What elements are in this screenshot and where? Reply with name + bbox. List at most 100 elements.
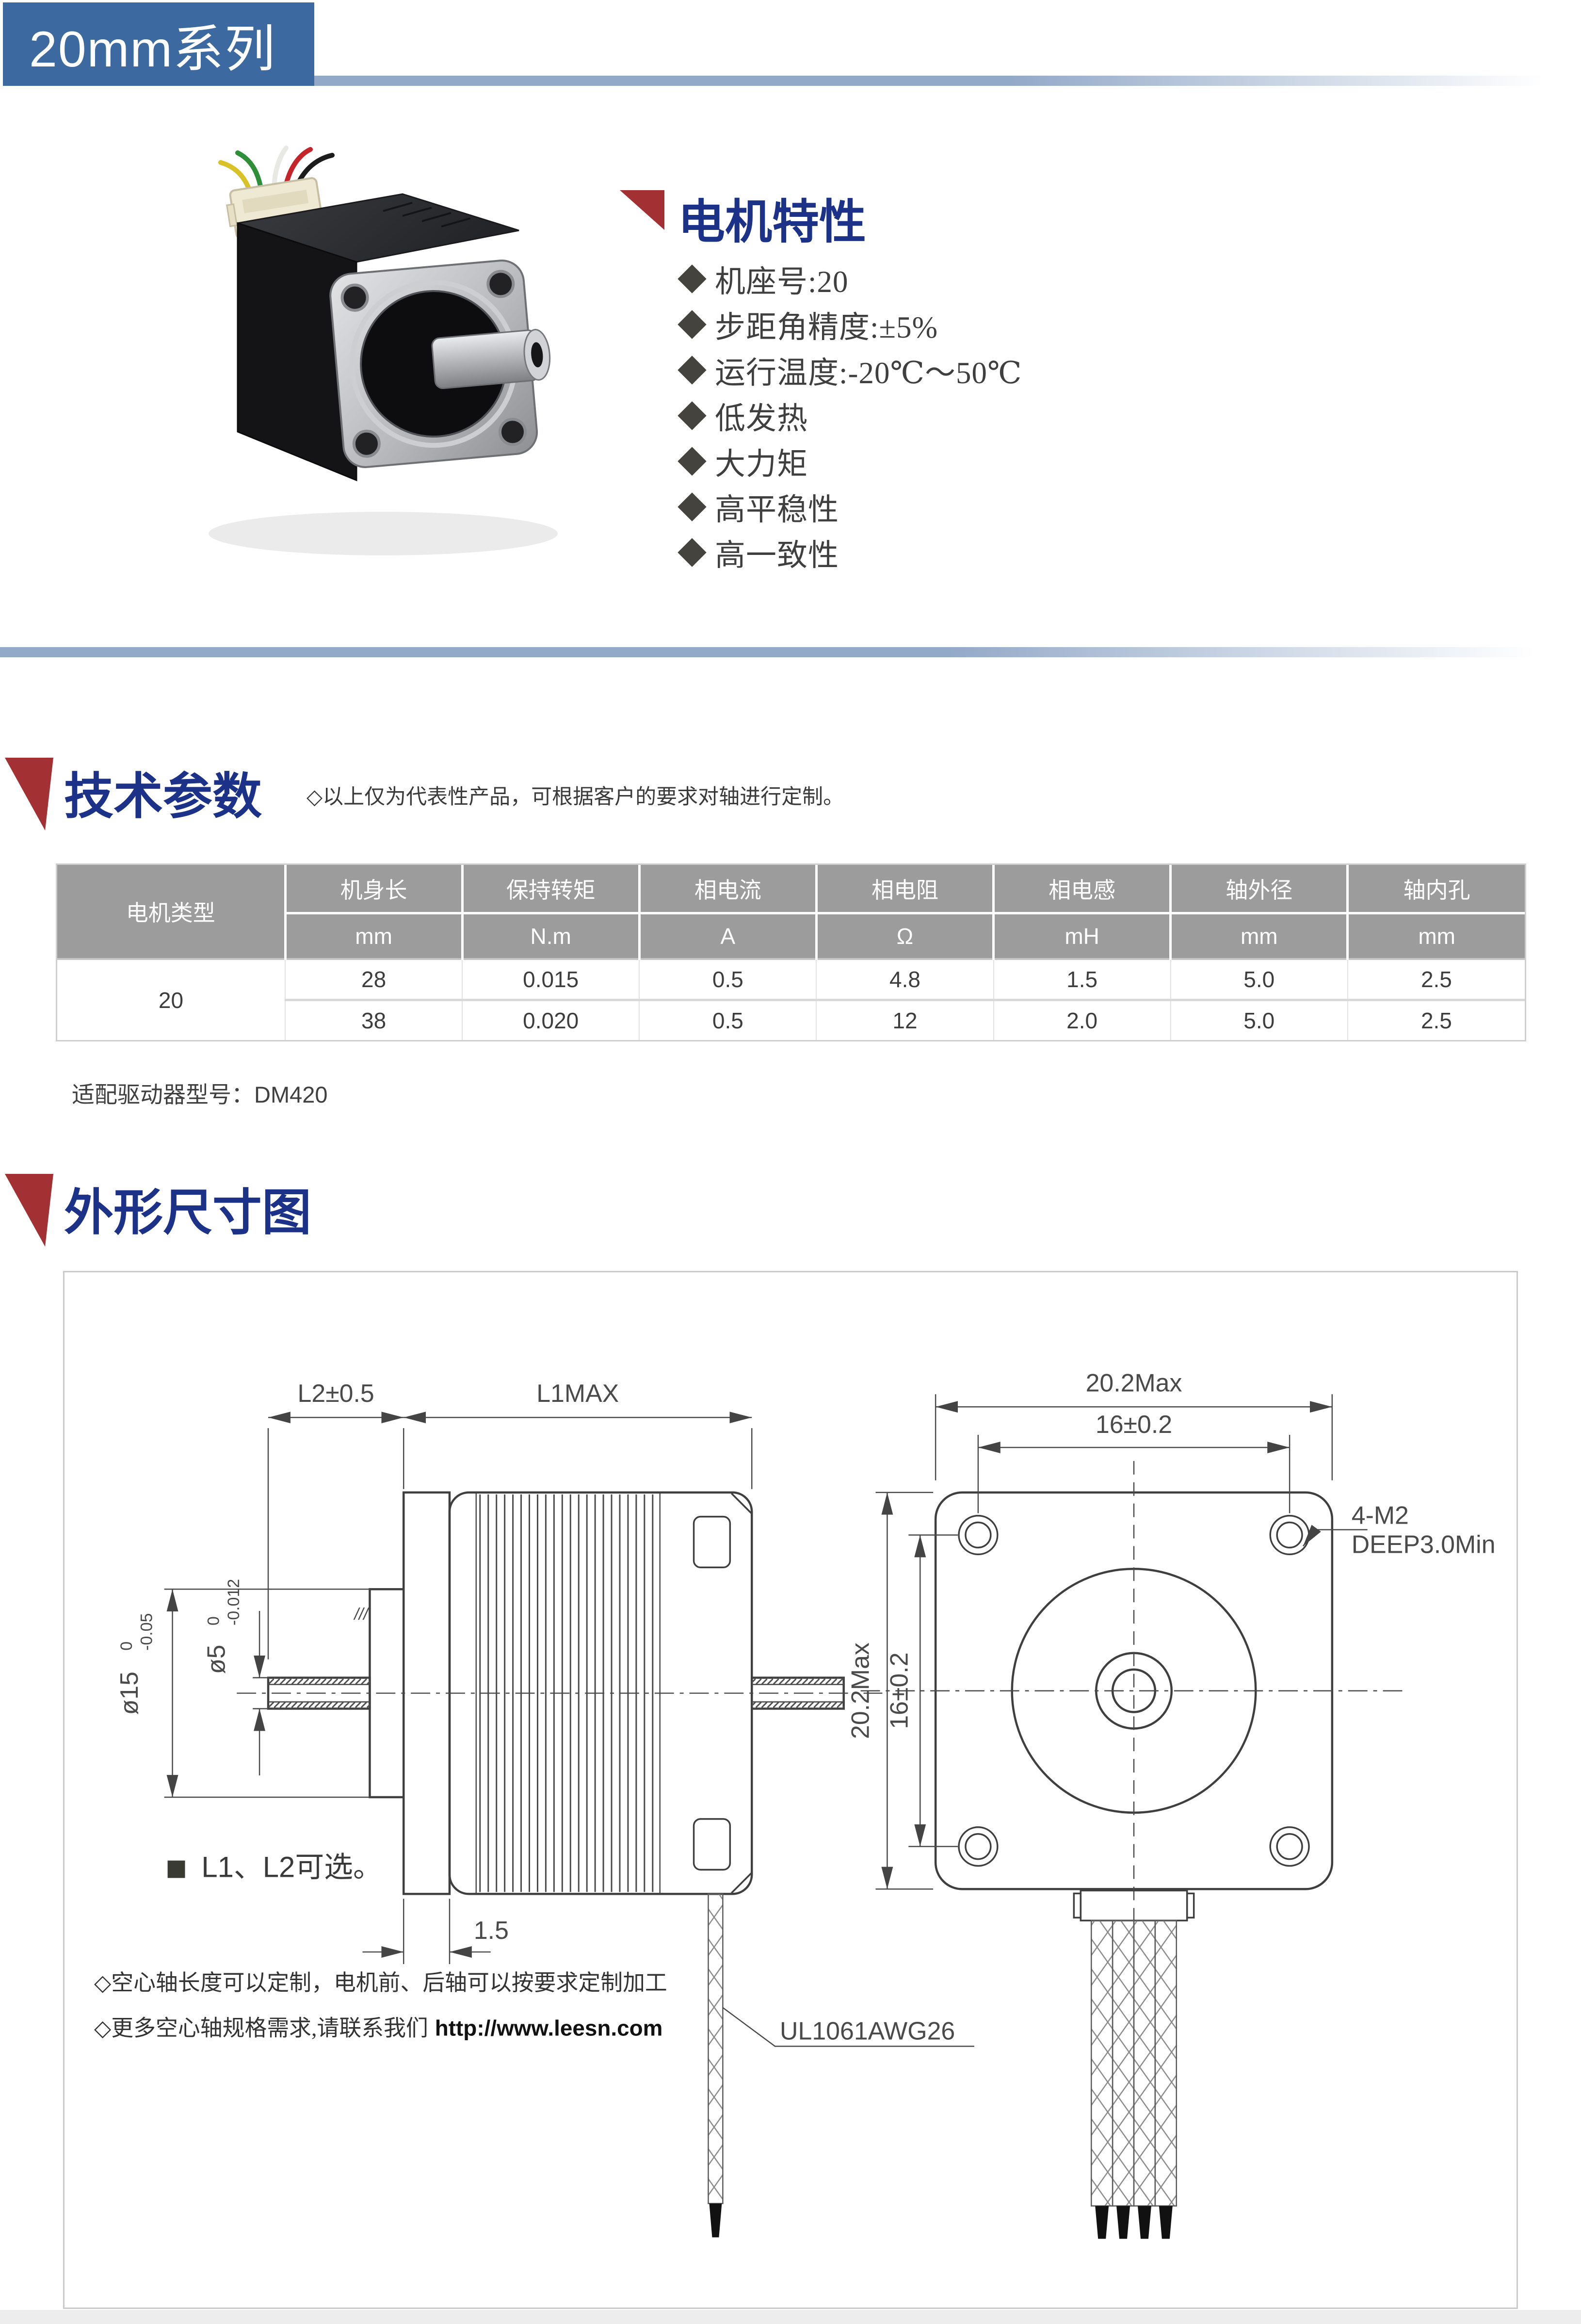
divider-bar xyxy=(0,647,1581,657)
svg-text:ø15: ø15 xyxy=(115,1672,143,1715)
product-photo xyxy=(209,146,558,555)
list-item: 步距角精度:±5% xyxy=(678,302,1022,347)
series-header: 20mm系列 xyxy=(3,2,314,86)
screw-spec-label: 4-M2 xyxy=(1352,1501,1409,1529)
table-cell: 0.015 xyxy=(462,959,640,1000)
diamond-bullet-icon xyxy=(678,401,707,430)
svg-text:0: 0 xyxy=(204,1616,223,1625)
photo-shadow xyxy=(209,512,558,555)
unit-cell: A xyxy=(639,913,818,960)
unit-cell: N.m xyxy=(462,913,641,960)
section-marker-icon xyxy=(5,758,53,830)
section-marker-icon xyxy=(620,190,664,230)
list-item: 低发热 xyxy=(678,393,1022,439)
dim-l2-label: L2±0.5 xyxy=(298,1379,374,1407)
svg-text:0: 0 xyxy=(117,1641,136,1651)
column-header: 相电阻 xyxy=(816,865,995,914)
unit-cell: mH xyxy=(993,913,1172,960)
side-lead-wire xyxy=(708,1893,724,2204)
diamond-bullet-icon xyxy=(678,492,707,521)
table-header-row: 电机类型 机身长 保持转矩 相电流 相电阻 相电感 轴外径 轴内孔 xyxy=(57,865,1525,960)
svg-text:-0.05: -0.05 xyxy=(138,1613,156,1651)
section-marker-icon xyxy=(5,1174,53,1247)
column-header: 电机类型 xyxy=(57,865,287,960)
dia15-label: ø15 0 -0.05 xyxy=(115,1613,156,1715)
side-view: L2±0.5 L1MAX xyxy=(115,1379,974,2238)
column-header: 相电感 xyxy=(993,865,1172,914)
wire-label: UL1061AWG26 xyxy=(780,2017,955,2045)
dim-height-label: 20.2Max xyxy=(846,1642,874,1739)
diamond-bullet-icon xyxy=(678,356,707,385)
header-accent-bar xyxy=(314,76,1581,86)
shaft xyxy=(431,329,540,390)
unit-cell: Ω xyxy=(816,913,995,960)
column-header: 轴内孔 xyxy=(1347,865,1525,914)
drawing-note: ◇空心轴长度可以定制，电机前、后轴可以按要求定制加工 xyxy=(94,1970,667,1995)
square-bullet-icon xyxy=(167,1860,185,1878)
website-link[interactable]: http://www.leesn.com xyxy=(435,2015,663,2041)
connector-tab xyxy=(1073,1892,1082,1919)
dimension-drawing: .ol{fill:none;stroke:#3f3f3f;stroke-widt… xyxy=(94,1368,1496,2239)
roughness-mark: /// xyxy=(354,1605,370,1624)
front-plate xyxy=(329,260,551,468)
hollow-bore xyxy=(531,342,543,368)
rear-notch xyxy=(693,1515,731,1569)
dimensions-title: 外形尺寸图 xyxy=(64,1185,311,1240)
front-view: 20.2Max 16±0.2 20.2Max 16±0.2 4-M2 DEEP3… xyxy=(846,1368,1496,2239)
table-units-row: mm N.m A Ω mH mm mm xyxy=(57,913,1525,960)
table-row: 38 0.020 0.5 12 2.0 5.0 2.5 xyxy=(57,999,1525,1040)
list-item: 高一致性 xyxy=(678,530,1022,575)
unit-cell: mm xyxy=(1347,913,1525,960)
motor-body-side xyxy=(238,223,356,480)
dim-hole-spacing-v-label: 16±0.2 xyxy=(885,1652,913,1729)
dia5-label: ø5 0 -0.012 xyxy=(202,1579,243,1674)
features-title: 电机特性 xyxy=(678,195,866,248)
table-cell: 12 xyxy=(816,999,994,1040)
spec-table: 电机类型 机身长 保持转矩 相电流 相电阻 相电感 轴外径 轴内孔 mm N.m… xyxy=(56,863,1526,1041)
unit-cell: mm xyxy=(285,913,464,960)
table-cell: 5.0 xyxy=(1170,959,1348,1000)
diamond-bullet-icon xyxy=(678,538,707,567)
diamond-bullet-icon xyxy=(678,310,707,339)
table-cell: 0.5 xyxy=(639,959,817,1000)
dim-l1-label: L1MAX xyxy=(536,1379,619,1407)
footer-strip xyxy=(0,2310,1581,2324)
motor-type-cell: 20 xyxy=(57,959,286,1040)
connector-tab xyxy=(1186,1892,1195,1919)
table-cell: 0.5 xyxy=(639,999,817,1040)
svg-text:-0.012: -0.012 xyxy=(225,1579,243,1625)
driver-note: 适配驱动器型号：DM420 xyxy=(72,1082,328,1107)
column-header: 机身长 xyxy=(285,865,464,914)
diamond-bullet-icon xyxy=(678,264,707,293)
table-cell: 2.0 xyxy=(993,999,1171,1040)
vent-slots xyxy=(383,202,471,228)
svg-text:ø5: ø5 xyxy=(202,1644,230,1674)
table-cell: 5.0 xyxy=(1170,999,1348,1040)
rear-notch xyxy=(693,1818,731,1871)
list-item: 高平稳性 xyxy=(678,484,1022,530)
table-row: 20 28 0.015 0.5 4.8 1.5 5.0 2.5 xyxy=(57,959,1525,1040)
column-header: 保持转矩 xyxy=(462,865,641,914)
screw-depth-label: DEEP3.0Min xyxy=(1352,1530,1496,1558)
dimension-drawing-box: .ol{fill:none;stroke:#3f3f3f;stroke-widt… xyxy=(63,1271,1518,2309)
list-item: 大力矩 xyxy=(678,439,1022,484)
front-lead-wires xyxy=(1091,1919,1178,2239)
column-header: 轴外径 xyxy=(1170,865,1349,914)
table-cell: 28 xyxy=(285,959,463,1000)
table-cell: 4.8 xyxy=(816,959,994,1000)
specs-note: ◇以上仅为代表性产品，可根据客户的要求对轴进行定制。 xyxy=(307,786,844,809)
table-cell: 0.020 xyxy=(462,999,640,1040)
table-cell: 1.5 xyxy=(993,959,1171,1000)
list-item: 机座号:20 xyxy=(678,256,1022,302)
table-cell: 38 xyxy=(285,999,463,1040)
column-header: 相电流 xyxy=(639,865,818,914)
dim-width-label: 20.2Max xyxy=(1086,1368,1182,1397)
plate-thickness-label: 1.5 xyxy=(474,1916,509,1944)
series-title: 20mm系列 xyxy=(29,21,276,78)
option-note: L1、L2可选。 xyxy=(201,1851,382,1883)
wire-tip xyxy=(709,2203,722,2238)
table-cell: 2.5 xyxy=(1347,959,1525,1000)
table-cell: 2.5 xyxy=(1347,999,1525,1040)
